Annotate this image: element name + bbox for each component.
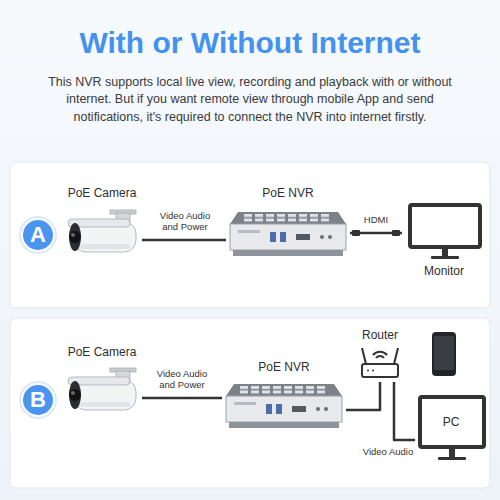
node-text: A [30, 224, 46, 246]
badge-ring [19, 381, 57, 419]
badge-fill [22, 219, 54, 251]
panel [10, 318, 490, 488]
nvr-icon [230, 212, 346, 256]
page-title: With or Without Internet [0, 26, 500, 60]
node-text: Monitor [424, 264, 464, 278]
cable-label: HDMI [362, 214, 390, 225]
node-text: PoE Camera [68, 186, 137, 200]
monitor-node: Monitor [402, 200, 486, 280]
phone-icon [432, 332, 456, 376]
cable-label: Video Audio and Power [150, 210, 220, 233]
device-label: PoE Camera [68, 345, 137, 359]
nvr-icon [226, 384, 342, 428]
intro-text: This NVR supports local live view, recor… [36, 74, 464, 126]
node-text: PC [443, 415, 460, 429]
node-text: Router [362, 328, 398, 342]
node-text: PoE NVR [258, 360, 309, 374]
cable-line [346, 382, 380, 410]
device-label: PC [443, 415, 460, 429]
camera-icon [68, 210, 136, 252]
cable-line [142, 397, 222, 400]
panel-letter: A [30, 224, 46, 246]
device-label: PoE NVR [258, 360, 309, 374]
badge-ring [19, 216, 57, 254]
badge-fill [22, 384, 54, 416]
device-label: Router [362, 328, 398, 342]
node-text: B [30, 389, 46, 411]
cable-label: Video Audio and Power [147, 368, 217, 391]
nvr-node: PoE NVR [226, 186, 350, 268]
node-text: PoE NVR [262, 186, 313, 200]
cable-line [350, 232, 402, 235]
device-label: Monitor [424, 264, 464, 278]
nvr-node: PoE NVR [222, 360, 346, 442]
pc-node: PC [415, 392, 487, 468]
pc-icon [420, 397, 484, 460]
panel-letter: B [30, 389, 46, 411]
cable-line [394, 382, 415, 440]
device-label: PoE NVR [262, 186, 313, 200]
camera-node: PoE Camera [62, 345, 142, 427]
panel-badge: A [18, 215, 58, 255]
monitor-icon [410, 205, 480, 259]
cable-label: Video Audio [361, 446, 416, 457]
panel-badge: B [18, 380, 58, 420]
router-node: Router [356, 328, 404, 382]
router-icon [362, 348, 398, 377]
node-text: PoE Camera [68, 345, 137, 359]
device-label: PoE Camera [68, 186, 137, 200]
panel [10, 162, 490, 308]
camera-icon [68, 368, 136, 410]
camera-node: PoE Camera [62, 186, 142, 268]
cable-line [142, 239, 226, 242]
